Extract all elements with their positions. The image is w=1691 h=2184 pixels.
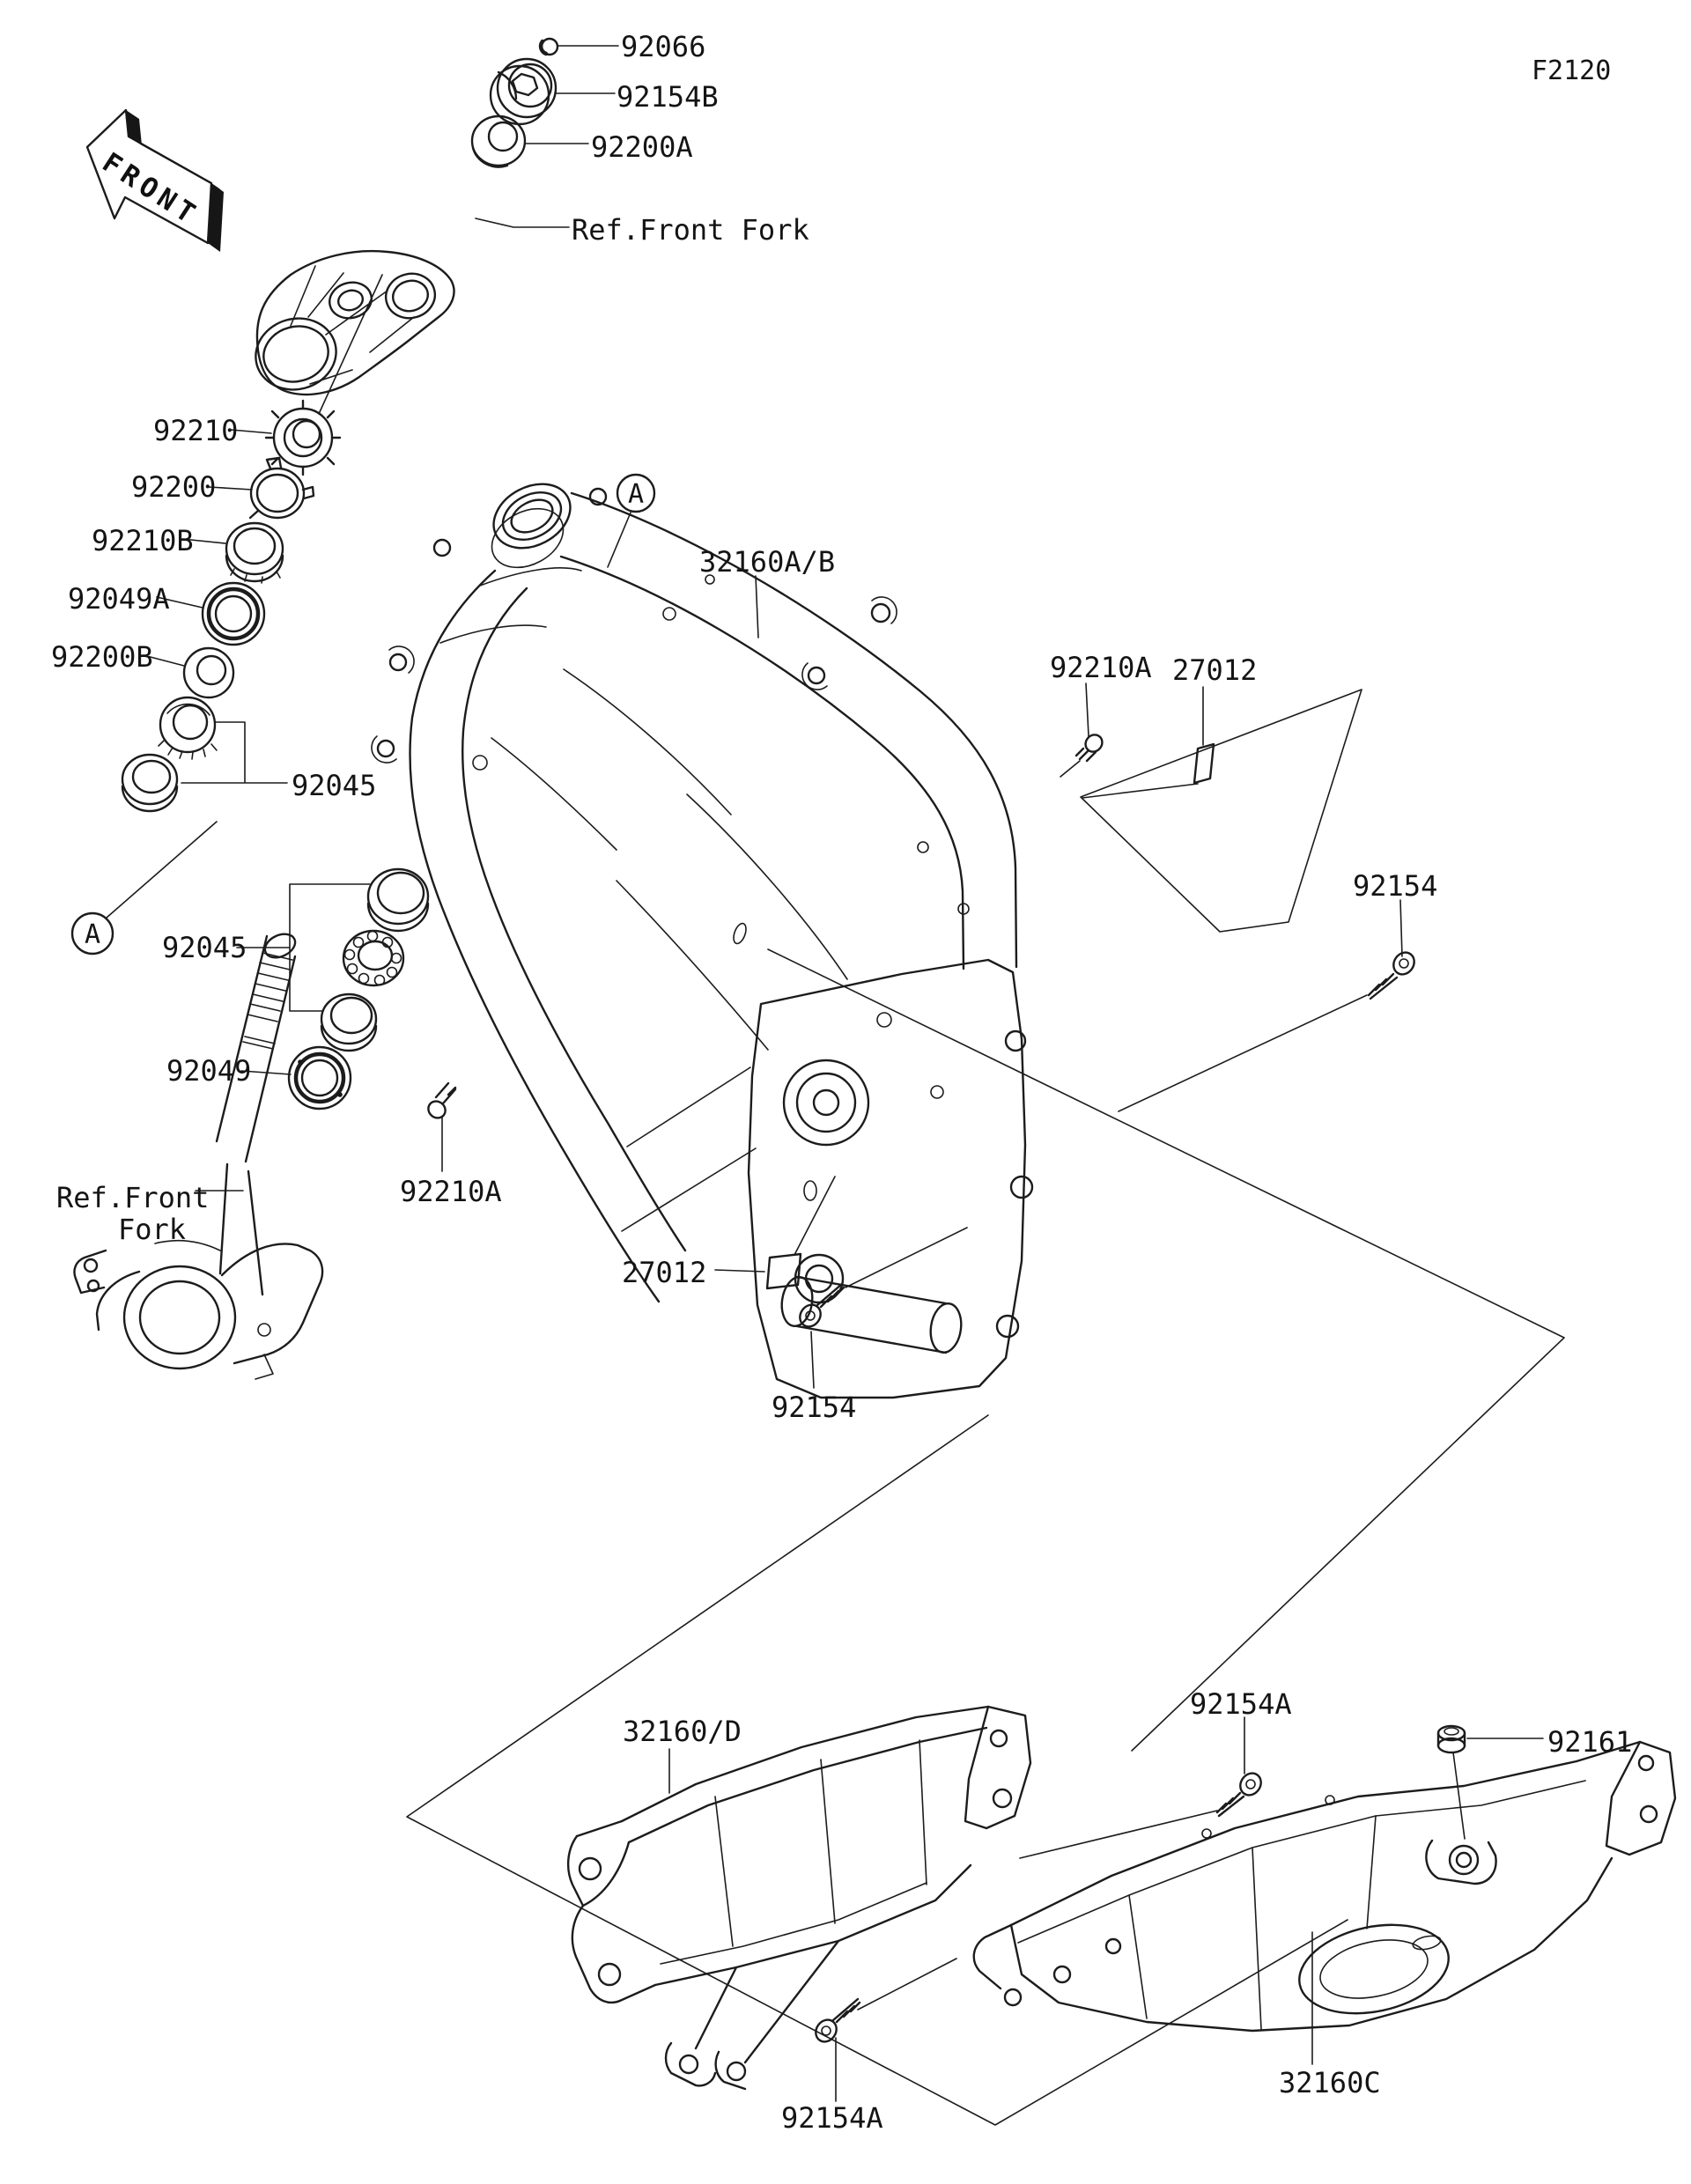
part-label-92154-upper: 92154 [1353,869,1437,903]
bearing-cone-92045-upper [158,696,218,760]
part-label-32160C: 32160C [1279,2066,1381,2099]
bolt-92154-upper [1367,951,1415,1000]
detail-marker-a-top: A [616,473,656,513]
bolt-92154-lower [799,1282,846,1328]
part-label-92049: 92049 [166,1054,251,1088]
bolt-92210A-right [1074,734,1104,763]
plug-92154B [489,57,558,126]
part-labels: 92066 92154B 92200A Ref.Front Fork 92210… [51,30,1632,2135]
ref-front-bottom-line1: Ref.Front [56,1181,209,1214]
wedge-27012-upper [1193,742,1215,785]
seal-92049 [287,1045,352,1110]
figure-code: F2120 [1532,55,1611,86]
part-label-92200: 92200 [131,470,216,504]
part-label-92210A-right: 92210A [1050,651,1152,684]
part-label-92210: 92210 [153,414,238,447]
part-label-92210A-left: 92210A [400,1175,502,1208]
bearing-race-upper-group [121,753,179,813]
upper-triple-clamp [255,249,455,396]
part-label-27012-upper: 27012 [1172,653,1257,687]
detail-a-left-label: A [85,919,100,950]
grommet-92161 [1436,1724,1466,1754]
part-label-27012-lower: 27012 [622,1256,706,1289]
part-label-92154A-lower: 92154A [781,2101,883,2135]
part-label-92154A-upper: 92154A [1190,1687,1292,1721]
fasteners [427,734,1466,2043]
castle-nut-92210 [264,399,342,476]
bolt-92154A-lower [815,1997,861,2043]
lower-triple-clamp [73,933,324,1380]
subframe-32160C [972,1740,1677,2033]
seal-92049A [201,581,266,646]
part-label-32160D: 32160/D [623,1715,742,1748]
reference-planes [406,689,1565,2126]
part-label-92045-upper: 92045 [292,769,376,802]
steering-cap-parts [470,37,559,168]
detail-a-top-label: A [628,479,644,510]
bearing-race-92045-top [366,867,430,933]
ball-92066 [538,37,559,56]
part-label-92066: 92066 [621,30,705,63]
front-direction-arrow: FRONT [85,108,224,252]
ref-front-fork-top: Ref.Front Fork [572,213,809,247]
steering-bearing-stack-lower [287,867,430,1110]
bearing-race-92045-bottom [320,992,378,1052]
main-frame [371,483,1034,1399]
part-label-92200B: 92200B [51,640,153,674]
claw-washer-92200 [248,456,315,520]
part-label-92049A: 92049A [68,582,170,616]
ref-front-bottom-line2: Fork [118,1213,186,1246]
part-label-92154-lower: 92154 [772,1391,856,1424]
ring-nut-92210B [225,521,284,584]
washer-92200A [470,114,527,168]
subframe-32160D [566,1705,1032,2091]
leader-lines [143,45,1544,2102]
part-label-92161: 92161 [1547,1725,1632,1759]
bolt-92210A-left [427,1081,457,1119]
detail-marker-a-left: A [70,821,218,956]
caged-bearing-92045 [342,929,405,987]
part-label-32160AB: 32160A/B [699,545,835,579]
bolt-92154A-upper [1215,1772,1262,1818]
part-label-92210B: 92210B [92,524,194,557]
part-label-92045-lower: 92045 [162,931,247,964]
part-label-92154B: 92154B [617,80,719,114]
steering-bearing-stack-upper [121,399,342,813]
front-arrow-label: FRONT [97,147,205,232]
part-label-92200A: 92200A [591,130,693,164]
washer-92200B [182,646,235,699]
plate-27012-lower [765,1252,802,1290]
